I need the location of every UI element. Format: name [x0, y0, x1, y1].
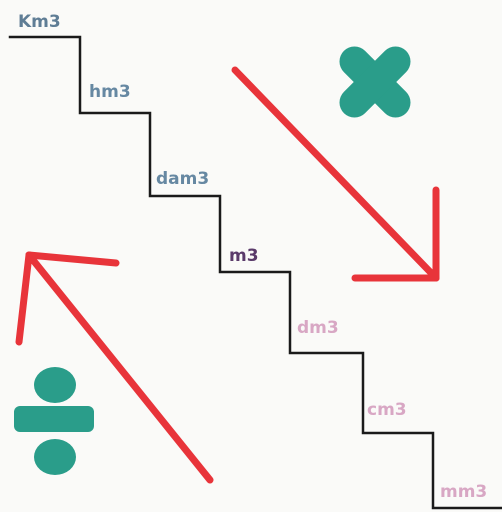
arrow-up-left [15, 251, 214, 484]
unit-label-dm3: dm3 [297, 318, 339, 338]
arrow-down-right [231, 66, 440, 282]
unit-label-m3: m3 [229, 246, 259, 266]
unit-label-cm3: cm3 [367, 400, 407, 420]
unit-label-hm3: hm3 [89, 82, 131, 102]
unit-label-dam3: dam3 [156, 169, 210, 189]
unit-label-mm3: mm3 [440, 482, 488, 502]
unit-label-km3: Km3 [18, 12, 61, 32]
